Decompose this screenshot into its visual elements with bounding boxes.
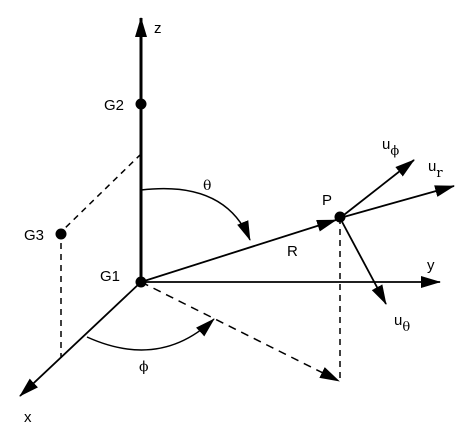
u-r-base: u — [428, 158, 436, 175]
g2-label: G2 — [104, 97, 124, 114]
u-phi-subscript: ϕ — [390, 144, 399, 159]
phi-label: ϕ — [139, 359, 149, 375]
u-phi-label: uϕ — [382, 136, 399, 159]
point-g3 — [55, 228, 67, 240]
u-theta-label: uθ — [394, 312, 410, 335]
u-r-vector — [339, 185, 455, 219]
u-theta-vector — [339, 217, 387, 305]
point-g1 — [135, 276, 147, 288]
p-projection-horizontal — [140, 281, 340, 382]
radius-label: R — [287, 243, 298, 260]
radius-vector — [140, 219, 337, 283]
u-theta-base: u — [394, 312, 402, 329]
theta-label: θ — [203, 178, 211, 194]
g3-label: G3 — [24, 227, 44, 244]
theta-arc — [140, 187, 251, 241]
u-r-subscript: r — [436, 166, 443, 181]
g3-projection-top — [60, 153, 142, 233]
p-label: P — [322, 192, 332, 209]
point-g2 — [135, 98, 147, 110]
x-axis-label: x — [24, 409, 32, 426]
u-phi-vector — [339, 159, 415, 219]
u-r-label: ur — [428, 158, 443, 181]
g1-label: G1 — [100, 268, 120, 285]
z-axis-label: z — [154, 20, 162, 37]
y-axis-label: y — [427, 257, 435, 274]
x-axis — [19, 281, 142, 397]
u-theta-subscript: θ — [402, 320, 410, 335]
point-p — [334, 211, 346, 223]
phi-arc — [86, 318, 215, 351]
u-phi-base: u — [382, 136, 390, 153]
